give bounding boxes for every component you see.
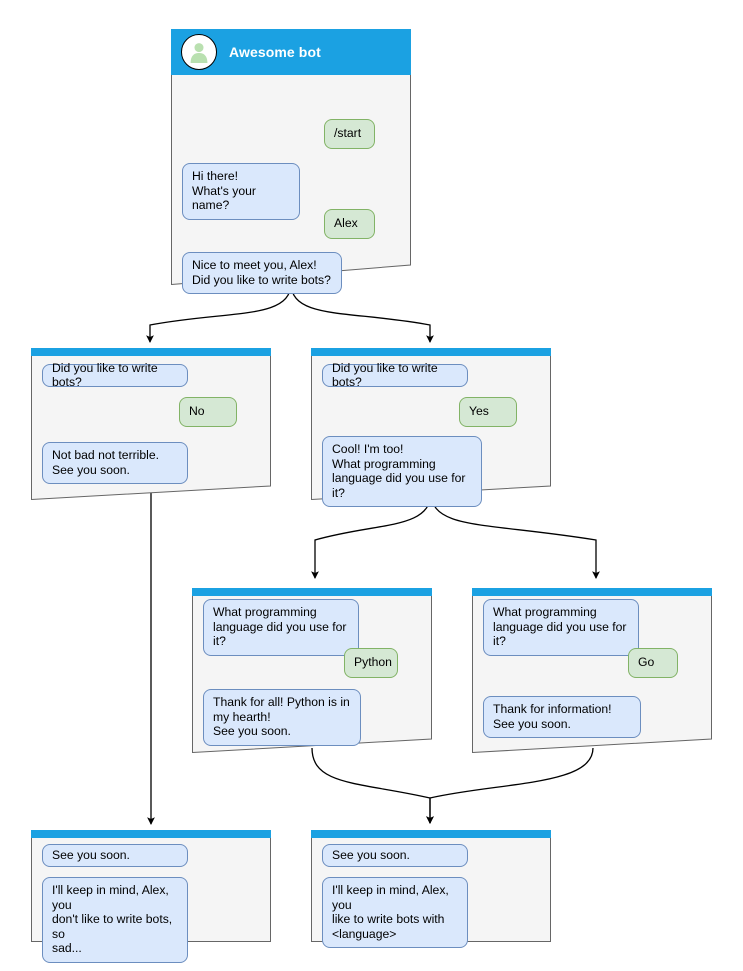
node-title: Awesome bot: [229, 44, 321, 60]
node-screen-answer-no[interactable]: Did you like to write bots? No Not bad n…: [31, 348, 271, 500]
chat-area: Did you like to write bots? No Not bad n…: [31, 356, 271, 500]
message-bubble-user: Yes: [459, 397, 517, 427]
message-bubble-bot: I'll keep in mind, Alex, you don't like …: [42, 877, 188, 963]
message-bubble-bot: Thank for all! Python is in my hearth! S…: [203, 689, 361, 746]
message-bubble-bot: Nice to meet you, Alex! Did you like to …: [182, 252, 342, 294]
message-bubble-bot: What programming language did you use fo…: [483, 599, 639, 656]
node-screen-answer-yes[interactable]: Did you like to write bots? Yes Cool! I'…: [311, 348, 551, 507]
message-bubble-bot: Hi there! What's your name?: [182, 163, 300, 220]
message-bubble-bot: Cool! I'm too! What programming language…: [322, 436, 482, 507]
message-bubble-user: Alex: [324, 209, 375, 239]
message-bubble-bot: See you soon.: [322, 844, 468, 867]
node-screen-answer-python[interactable]: What programming language did you use fo…: [192, 588, 432, 753]
message-bubble-user: No: [179, 397, 237, 427]
message-bubble-user: /start: [324, 119, 375, 149]
node-screen-end-no[interactable]: See you soon. I'll keep in mind, Alex, y…: [31, 830, 271, 963]
node-screen-end-yes[interactable]: See you soon. I'll keep in mind, Alex, y…: [311, 830, 551, 948]
chat-area: /start Hi there! What's your name? Alex …: [171, 75, 411, 294]
node-header-bar: [472, 588, 712, 596]
node-header-bar: [31, 348, 271, 356]
node-screen-answer-go[interactable]: What programming language did you use fo…: [472, 588, 712, 753]
node-start-screen[interactable]: Awesome bot /start Hi there! What's your…: [171, 29, 411, 294]
chat-area: What programming language did you use fo…: [192, 596, 432, 753]
node-header-bar: [311, 348, 551, 356]
chat-area: Did you like to write bots? Yes Cool! I'…: [311, 356, 551, 507]
message-bubble-user: Go: [628, 648, 678, 678]
message-bubble-bot: Did you like to write bots?: [42, 361, 188, 389]
node-header-bar: [311, 830, 551, 838]
user-avatar-icon: [181, 34, 217, 70]
chat-area: What programming language did you use fo…: [472, 596, 712, 753]
message-bubble-bot: What programming language did you use fo…: [203, 599, 359, 656]
edge-python-to-end-yes: [311, 747, 434, 825]
message-bubble-bot: Thank for information! See you soon.: [483, 696, 641, 738]
node-header-bar: [31, 830, 271, 838]
message-bubble-bot: I'll keep in mind, Alex, you like to wri…: [322, 877, 468, 948]
message-bubble-bot: See you soon.: [42, 844, 188, 867]
chat-area: See you soon. I'll keep in mind, Alex, y…: [31, 838, 271, 963]
node-header-bar: [192, 588, 432, 596]
message-bubble-bot: Did you like to write bots?: [322, 361, 468, 389]
message-bubble-user: Python: [344, 648, 398, 678]
node-header-bar: Awesome bot: [171, 29, 411, 75]
message-bubble-bot: Not bad not terrible. See you soon.: [42, 442, 188, 484]
edge-go-to-end-yes: [426, 747, 594, 825]
chat-area: See you soon. I'll keep in mind, Alex, y…: [311, 838, 551, 948]
